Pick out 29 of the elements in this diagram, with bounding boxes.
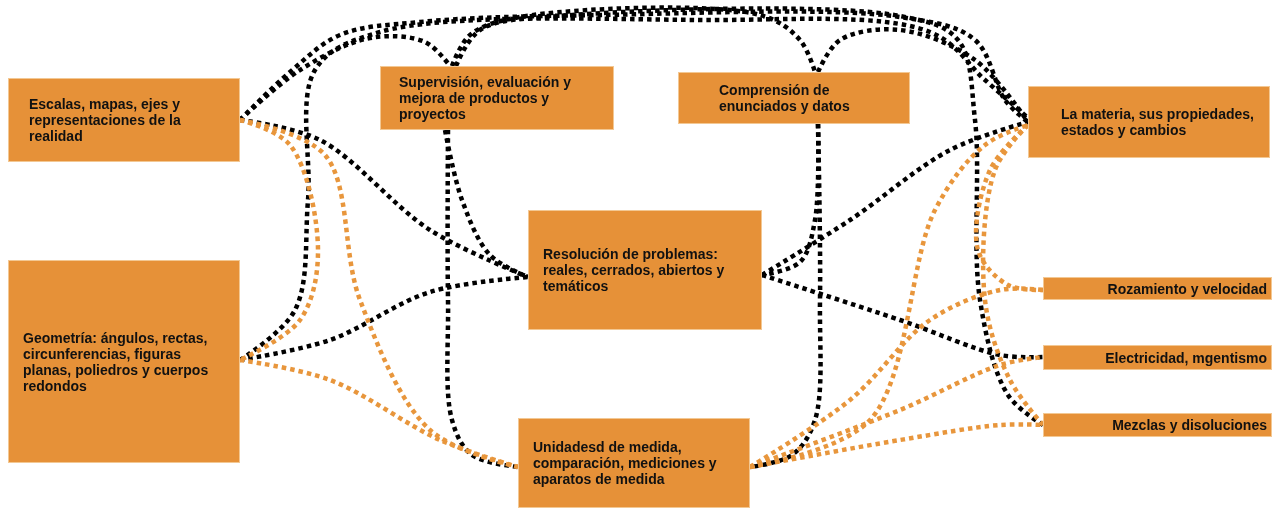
dotted-connector <box>760 119 1029 277</box>
topic-box <box>1028 86 1270 158</box>
dotted-connector <box>238 9 1030 124</box>
topic-box <box>678 72 910 124</box>
dotted-connector <box>239 357 519 470</box>
dotted-connector <box>748 286 1044 469</box>
topic-box <box>8 78 240 162</box>
topic-text: Electricidad, mgentismo <box>1104 349 1267 366</box>
topic-text: La materia, sus propiedades, estados y cambios <box>1061 106 1255 138</box>
topic-box <box>528 210 762 330</box>
topic-text: Supervisión, evaluación y mejora de productos y proyectos <box>399 74 572 122</box>
topic-box <box>1043 277 1272 300</box>
topic-box <box>380 66 614 130</box>
topic-text: Mezclas y disoluciones <box>1111 417 1267 433</box>
topic-box <box>8 260 240 463</box>
topic-text: Escalas, mapas, ejes y representaciones de la realidad <box>29 96 182 144</box>
topic-box <box>1043 413 1272 437</box>
dotted-connector <box>761 272 1044 360</box>
dotted-connector <box>239 117 519 470</box>
dotted-connector <box>449 5 818 73</box>
topic-box <box>1043 345 1272 370</box>
topic-text: Rozamiento y velocidad <box>1106 280 1267 297</box>
topic-box <box>518 418 750 508</box>
topic-text: Resolución de problemas: reales, cerrados, abiertos y temáticos <box>543 246 726 294</box>
dotted-connector <box>980 123 1045 427</box>
topic-text: Geometría: ángulos, rectas, circunferencias, figuras planas, poliedros y cuerpos redondos <box>23 329 210 394</box>
topic-text: Unidadesd de medida, comparación, mediciones y aparatos de medida <box>533 439 718 487</box>
dotted-connector <box>453 6 1045 427</box>
topic-text: Comprensión de enunciados y datos <box>719 82 851 114</box>
